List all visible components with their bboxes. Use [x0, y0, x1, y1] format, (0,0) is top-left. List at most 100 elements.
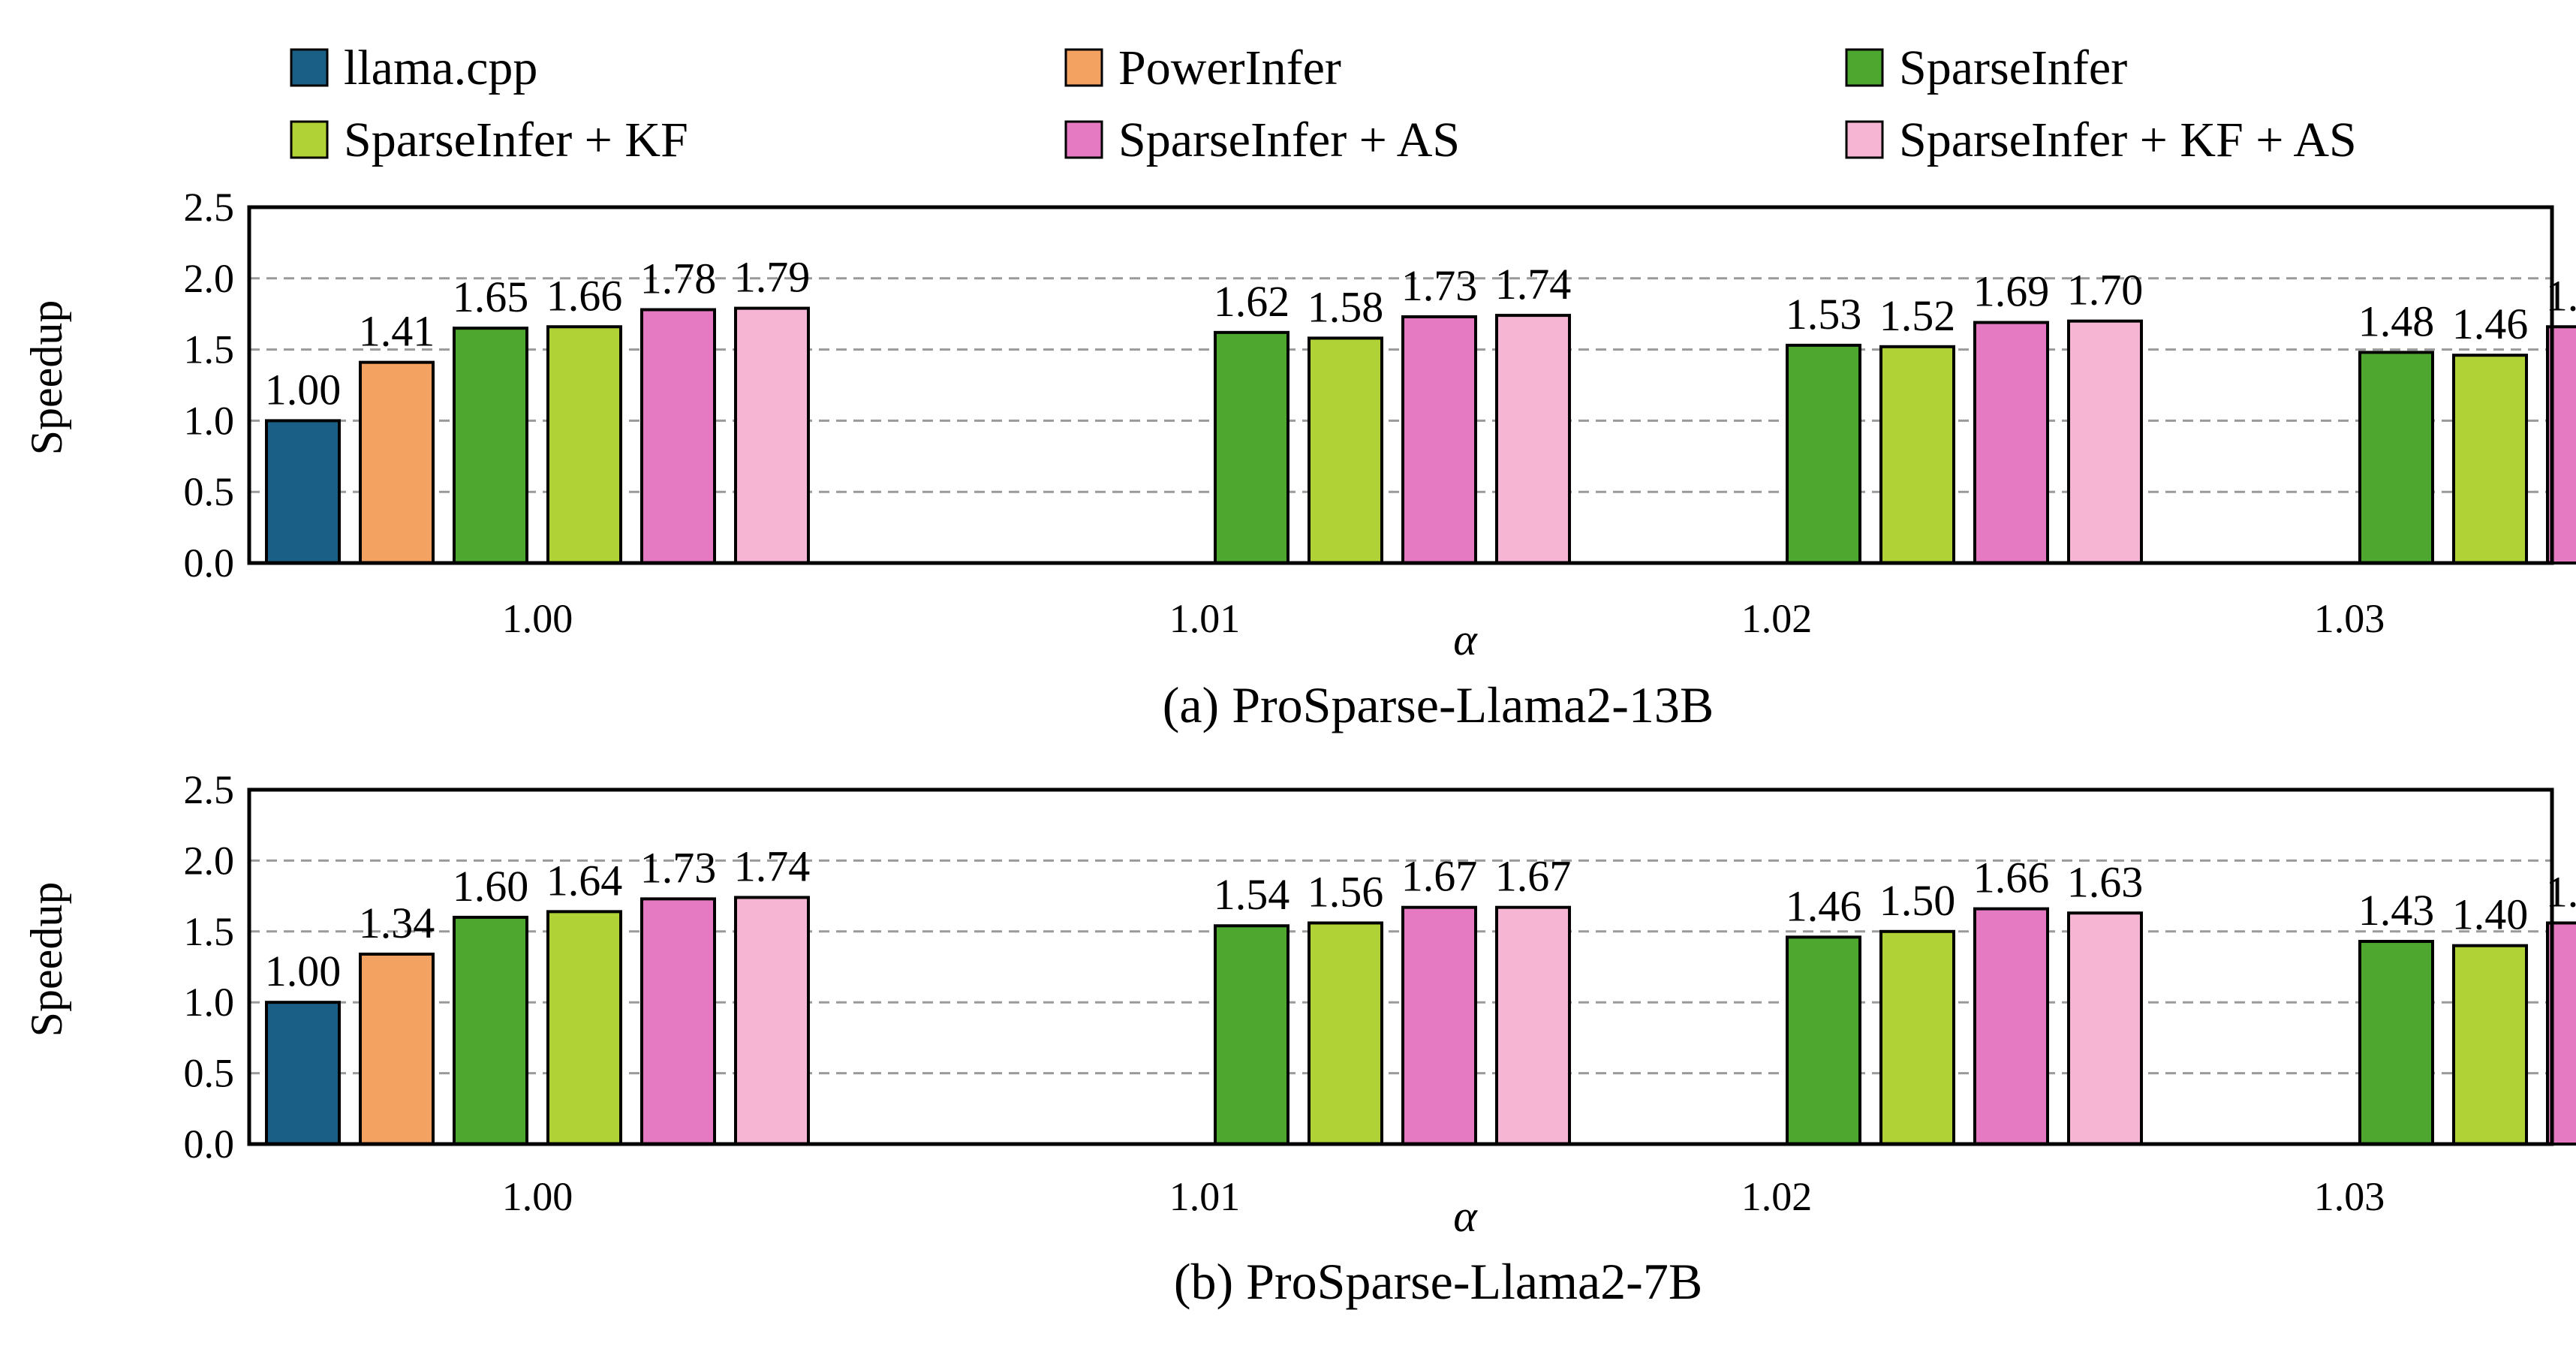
- x-tick-label-0-3: 1.03: [2314, 596, 2385, 641]
- panel-caption-1: (b) ProSparse-Llama2-7B: [1174, 1253, 1702, 1310]
- bar-1-2-3: [2358, 940, 2434, 1146]
- bar-0-3-1: [1308, 336, 1383, 565]
- legend-swatch-0: [290, 48, 329, 87]
- data-label-0-2-3: 1.48: [2358, 297, 2435, 345]
- bar-0-3-0: [546, 325, 622, 565]
- data-label-0-4-2: 1.69: [1973, 267, 2050, 316]
- data-label-0-3-1: 1.58: [1308, 282, 1384, 331]
- legend-swatch-3: [290, 120, 329, 159]
- data-label-1-0-0: 1.00: [265, 947, 342, 995]
- bar-0-2-0: [453, 327, 528, 565]
- bar-0-5-1: [1495, 314, 1571, 565]
- x-axis-title-0: α: [1453, 615, 1478, 664]
- bar-1-3-1: [1308, 921, 1383, 1146]
- legend-label-4: SparseInfer + AS: [1118, 113, 1460, 167]
- bar-1-3-2: [1879, 929, 1955, 1146]
- data-label-1-5-0: 1.74: [734, 842, 811, 890]
- data-label-0-2-2: 1.53: [1786, 290, 1862, 339]
- bar-1-3-3: [2452, 944, 2528, 1146]
- x-tick-label-1-0: 1.00: [502, 1174, 573, 1219]
- data-label-1-4-1: 1.67: [1401, 852, 1478, 901]
- legend-label-2: SparseInfer: [1899, 41, 2127, 95]
- bar-0-5-2: [2067, 319, 2143, 565]
- legend-label-3: SparseInfer + KF: [344, 113, 688, 167]
- data-label-1-2-1: 1.54: [1214, 870, 1290, 919]
- bar-0-3-3: [2452, 354, 2528, 565]
- bar-1-2-0: [453, 915, 528, 1146]
- bar-1-5-1: [1495, 905, 1571, 1146]
- data-label-0-4-1: 1.73: [1401, 261, 1478, 310]
- legend-swatch-2: [1845, 48, 1884, 87]
- data-label-0-4-0: 1.78: [640, 254, 717, 303]
- data-label-0-3-0: 1.66: [546, 271, 623, 320]
- legend-label-0: llama.cpp: [344, 41, 537, 95]
- data-label-1-2-3: 1.43: [2358, 886, 2435, 935]
- data-label-1-5-1: 1.67: [1495, 852, 1572, 901]
- data-label-1-3-2: 1.50: [1879, 876, 1956, 925]
- data-label-0-3-2: 1.52: [1879, 291, 1956, 340]
- bar-1-2-1: [1214, 924, 1290, 1146]
- x-tick-label-1-1: 1.01: [1169, 1174, 1241, 1219]
- bar-0-0-0: [265, 419, 341, 565]
- data-label-1-2-2: 1.46: [1786, 881, 1862, 930]
- y-tick-label-0-4: 2.0: [184, 256, 235, 301]
- bar-1-0-0: [265, 1001, 341, 1146]
- data-label-0-1-0: 1.41: [359, 307, 435, 356]
- bar-1-4-1: [1401, 905, 1477, 1146]
- y-tick-label-1-1: 0.5: [184, 1051, 235, 1096]
- bar-0-2-3: [2358, 351, 2434, 565]
- bar-1-3-0: [546, 910, 622, 1146]
- bar-1-2-2: [1786, 935, 1861, 1146]
- bar-0-2-2: [1786, 343, 1861, 565]
- x-axis-title-1: α: [1453, 1191, 1478, 1241]
- bar-1-5-2: [2067, 911, 2143, 1146]
- bar-0-3-2: [1879, 345, 1955, 565]
- data-label-1-2-0: 1.60: [453, 862, 529, 911]
- data-label-1-3-1: 1.56: [1308, 867, 1384, 916]
- bar-0-4-0: [640, 308, 716, 565]
- y-tick-label-1-5: 2.5: [184, 767, 235, 812]
- panel-caption-0: (a) ProSparse-Llama2-13B: [1163, 676, 1714, 733]
- y-tick-label-1-0: 0.0: [184, 1122, 235, 1167]
- bar-0-4-1: [1401, 315, 1477, 565]
- y-tick-label-0-3: 1.5: [184, 327, 235, 372]
- y-tick-label-1-2: 1.0: [184, 980, 235, 1025]
- bar-1-1-0: [359, 953, 435, 1146]
- legend-label-1: PowerInfer: [1118, 41, 1341, 95]
- y-tick-label-0-2: 1.0: [184, 398, 235, 443]
- data-label-0-0-0: 1.00: [265, 365, 342, 414]
- bar-0-4-2: [1973, 321, 2049, 565]
- legend-swatch-5: [1845, 120, 1884, 159]
- bar-1-4-2: [1973, 907, 2049, 1146]
- x-tick-label-1-2: 1.02: [1741, 1174, 1813, 1219]
- x-tick-label-1-3: 1.03: [2314, 1174, 2385, 1219]
- y-tick-label-1-4: 2.0: [184, 838, 235, 883]
- data-label-1-4-0: 1.73: [640, 843, 717, 892]
- y-tick-label-1-3: 1.5: [184, 909, 235, 954]
- legend-swatch-1: [1064, 48, 1103, 87]
- bar-0-1-0: [359, 360, 435, 565]
- legend: llama.cpp PowerInfer SparseInferSparseInfe…: [290, 41, 2357, 167]
- data-label-0-2-1: 1.62: [1214, 277, 1290, 326]
- bar-0-5-0: [734, 306, 810, 565]
- bar-0-2-1: [1214, 330, 1290, 565]
- data-label-0-5-0: 1.79: [734, 253, 811, 302]
- y-tick-label-0-1: 0.5: [184, 469, 235, 514]
- x-tick-label-0-0: 1.00: [502, 596, 573, 641]
- y-tick-label-0-5: 2.5: [184, 185, 235, 230]
- data-label-1-3-0: 1.64: [546, 856, 623, 905]
- data-label-0-3-3: 1.46: [2452, 300, 2529, 348]
- y-axis-title-0: Speedup: [22, 300, 71, 456]
- plot-frame-0: [247, 205, 2554, 565]
- data-label-0-5-1: 1.74: [1495, 260, 1572, 309]
- data-label-0-5-2: 1.70: [2067, 266, 2144, 315]
- data-label-1-4-2: 1.66: [1973, 854, 2050, 902]
- data-label-1-3-3: 1.40: [2452, 890, 2529, 939]
- plot-frame-1: [247, 787, 2554, 1146]
- legend-label-5: SparseInfer + KF + AS: [1899, 113, 2357, 167]
- y-axis-title-1: Speedup: [22, 882, 71, 1037]
- bar-1-5-0: [734, 896, 810, 1146]
- x-tick-label-0-1: 1.01: [1169, 596, 1241, 641]
